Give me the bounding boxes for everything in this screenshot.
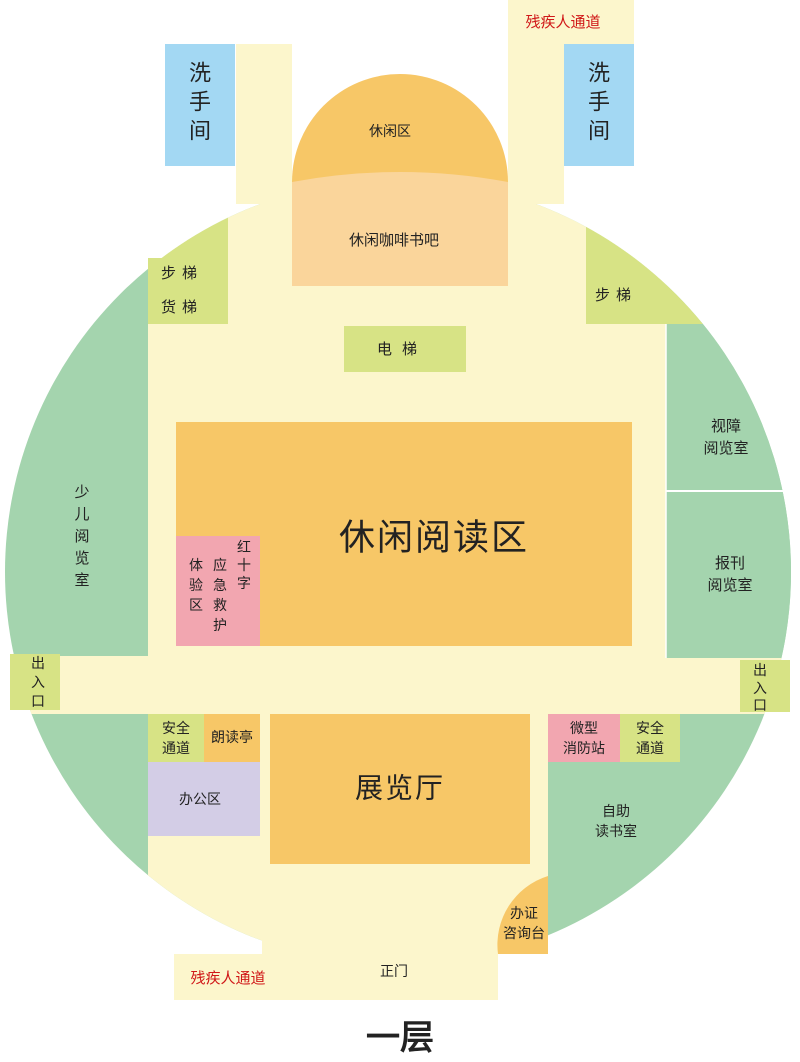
exhibition-hall-label: 展览厅 (355, 772, 445, 805)
leisure-reading-label: 休闲阅读区 (339, 518, 529, 559)
office-area[interactable] (148, 762, 260, 836)
svg-text:出: 出 (753, 663, 767, 679)
exit-right-label: 出 入 口 (753, 663, 767, 714)
card-service-label-1: 办证 (510, 906, 538, 922)
restroom-right-label-3: 间 (588, 120, 610, 145)
svg-text:救: 救 (213, 598, 227, 614)
svg-text:入: 入 (753, 681, 767, 697)
svg-text:区: 区 (189, 598, 203, 614)
fire-station[interactable] (548, 714, 620, 762)
fire-station-label-2: 消防站 (563, 741, 605, 757)
lounge-label: 休闲区 (369, 124, 411, 140)
freight-elevator[interactable] (148, 290, 228, 324)
exhibition-hall[interactable] (270, 714, 530, 864)
stairs-right-region[interactable] (586, 198, 720, 324)
svg-text:出: 出 (31, 656, 45, 672)
visually-impaired-label-1: 视障 (711, 417, 741, 435)
card-service-desk[interactable] (497, 876, 548, 954)
main-gate-label: 正门 (380, 964, 408, 980)
svg-text:急: 急 (213, 578, 227, 594)
children-reading-label: 少 儿 阅 览 室 (74, 483, 89, 589)
newspaper-room[interactable] (666, 492, 800, 658)
svg-text:口: 口 (31, 694, 45, 710)
svg-text:儿: 儿 (74, 505, 89, 523)
restroom-right[interactable] (564, 44, 634, 166)
self-service-label-1: 自助 (602, 804, 630, 820)
svg-text:览: 览 (74, 549, 89, 567)
svg-text:体: 体 (189, 558, 203, 574)
safety-right-label-1: 安全 (636, 720, 664, 737)
exit-left-label: 出 入 口 (31, 656, 45, 710)
reading-pavilion-label: 朗读亭 (211, 729, 253, 746)
safety-left-label-1: 安全 (162, 720, 190, 737)
stairs-left-label: 步梯 (161, 264, 203, 282)
restroom-left-label-2: 手 (189, 91, 211, 116)
svg-text:字: 字 (237, 576, 251, 592)
safety-passage-left[interactable] (148, 714, 204, 762)
elevator-label: 电梯 (377, 340, 427, 358)
visually-impaired-room[interactable] (666, 324, 800, 490)
visually-impaired-label-2: 阅览室 (703, 439, 748, 457)
accessible-top-label: 残疾人通道 (525, 13, 600, 31)
accessible-bottom-label: 残疾人通道 (190, 969, 265, 987)
restroom-left-label-1: 洗 (189, 62, 211, 87)
newspaper-label-1: 报刊 (715, 554, 745, 572)
exit-right[interactable] (740, 660, 790, 712)
svg-text:少: 少 (74, 483, 89, 501)
corridor-top-left (236, 44, 292, 204)
first-aid-labels: 体 验 区 应 急 救 护 红 十 字 (189, 540, 251, 634)
first-aid-station[interactable] (176, 536, 260, 646)
svg-text:护: 护 (213, 618, 227, 634)
entrance-strip (174, 954, 498, 1000)
fire-station-label-1: 微型 (570, 721, 598, 737)
stairs-right-label: 步梯 (595, 286, 637, 304)
self-service-label-2: 读书室 (595, 823, 637, 840)
card-service-label-2: 咨询台 (503, 926, 545, 942)
freight-elevator-label: 货梯 (161, 298, 203, 316)
office-label: 办公区 (179, 792, 221, 808)
stairs-left[interactable] (148, 258, 228, 288)
svg-text:应: 应 (213, 557, 227, 574)
corridor-top-right (508, 0, 634, 44)
cafe-label: 休闲咖啡书吧 (349, 231, 439, 249)
restroom-right-label-1: 洗 (588, 62, 610, 87)
restroom-left[interactable] (165, 44, 235, 166)
restroom-left-label-3: 间 (189, 120, 211, 145)
reading-pavilion[interactable] (204, 714, 260, 762)
entrance-passage (262, 930, 498, 960)
safety-right-label-2: 通道 (636, 741, 664, 757)
floor-label: 一层 (366, 1018, 434, 1058)
svg-text:十: 十 (237, 558, 251, 574)
svg-text:室: 室 (74, 571, 89, 589)
svg-text:验: 验 (189, 578, 203, 594)
corridor-top-right-lower (508, 40, 564, 204)
cafe-area[interactable] (292, 172, 508, 286)
safety-passage-right[interactable] (620, 714, 680, 762)
safety-left-label-2: 通道 (162, 741, 190, 757)
newspaper-label-2: 阅览室 (707, 576, 752, 594)
svg-text:入: 入 (31, 675, 45, 691)
elevator[interactable] (344, 326, 466, 372)
svg-text:口: 口 (753, 698, 767, 714)
exit-left[interactable] (10, 654, 60, 710)
svg-text:阅: 阅 (74, 527, 89, 545)
restroom-right-label-2: 手 (588, 91, 610, 116)
svg-text:红: 红 (237, 540, 251, 556)
